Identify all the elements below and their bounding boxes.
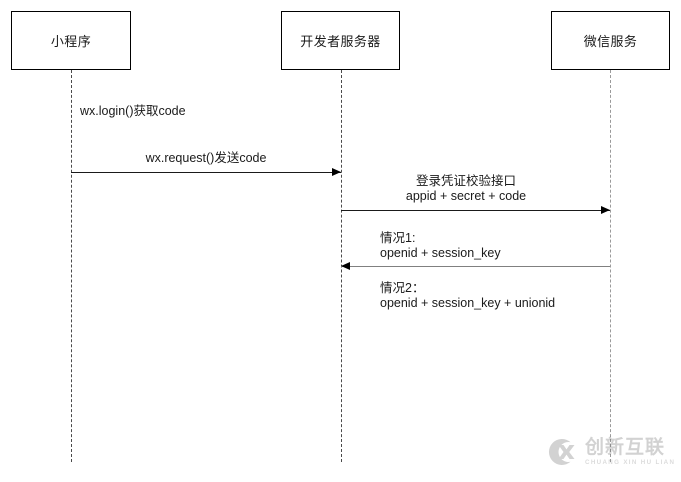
watermark-brand-en: CHUANG XIN HU LIAN	[585, 458, 676, 466]
watermark: 创新互联 CHUANG XIN HU LIAN	[545, 428, 675, 476]
watermark-text: 创新互联 CHUANG XIN HU LIAN	[585, 436, 676, 467]
watermark-brand-cn: 创新互联	[585, 436, 666, 458]
message-arrow-head-result-case1	[341, 262, 350, 270]
message-text-case1-line2: openid + session_key	[380, 246, 501, 260]
message-arrow-head-request-code	[332, 168, 341, 176]
message-text-case1-line1: 情况1:	[380, 231, 416, 245]
participant-box-dev-server[interactable]: 开发者服务器	[281, 11, 400, 70]
participant-label-wechat-service: 微信服务	[583, 34, 638, 49]
watermark-logo-icon	[545, 435, 579, 469]
message-label-auth-code2session: 登录凭证校验接口 appid + secret + code	[406, 174, 526, 204]
message-text-login-line1: wx.login()获取code	[80, 104, 186, 118]
participant-box-wechat-service[interactable]: 微信服务	[551, 11, 670, 70]
message-label-login: wx.login()获取code	[80, 104, 186, 119]
participant-label-miniprogram: 小程序	[50, 34, 92, 49]
message-text-request-code-line1: wx.request()发送code	[145, 151, 267, 165]
participant-box-miniprogram[interactable]: 小程序	[11, 11, 131, 70]
message-text-auth-line2: appid + secret + code	[405, 189, 527, 203]
message-text-case2-line2: openid + session_key + unionid	[380, 296, 556, 310]
lifeline-miniprogram	[71, 70, 72, 462]
message-arrow-line-request-code	[71, 172, 341, 173]
message-label-result-case2: 情况2： openid + session_key + unionid	[380, 281, 555, 311]
message-arrow-line-auth-code2session	[341, 210, 610, 211]
message-arrow-line-result-case1	[341, 266, 610, 267]
message-arrow-head-auth-code2session	[601, 206, 610, 214]
participant-label-dev-server: 开发者服务器	[300, 34, 381, 49]
message-text-auth-line1: 登录凭证校验接口	[415, 174, 517, 188]
message-label-result-case1: 情况1: openid + session_key	[380, 231, 501, 261]
message-text-case2-line1: 情况2：	[380, 281, 425, 295]
message-label-request-code: wx.request()发送code	[146, 151, 267, 166]
lifeline-wechat-service	[610, 70, 611, 462]
